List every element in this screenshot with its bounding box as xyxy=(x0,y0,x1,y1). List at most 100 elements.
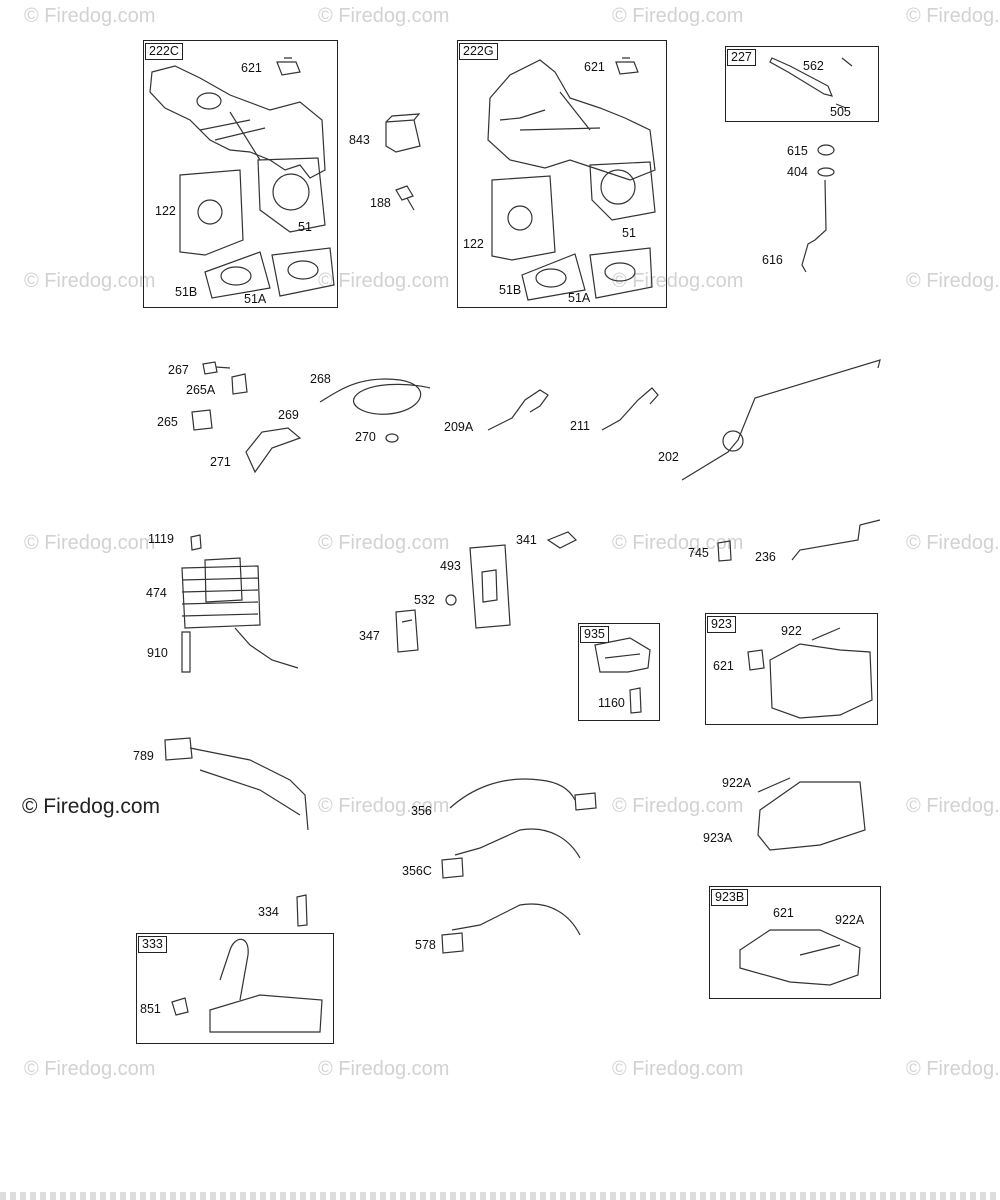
wire-578-connector-drawing xyxy=(441,932,464,954)
lever-227-drawing xyxy=(769,57,853,109)
spring-922-drawing xyxy=(811,627,841,641)
part-label: 562 xyxy=(803,59,824,73)
spring-211-drawing xyxy=(601,387,659,431)
part-label: 851 xyxy=(140,1002,161,1016)
part-label: 268 xyxy=(310,372,331,386)
group-tag-923: 923 xyxy=(707,616,736,633)
watermark: © Firedog.com xyxy=(906,5,1000,27)
part-label: 267 xyxy=(168,363,189,377)
spring-922a-drawing xyxy=(757,777,791,793)
part-label: 616 xyxy=(762,253,783,267)
coil-474-drawing xyxy=(181,565,261,629)
part-label: 122 xyxy=(155,204,176,218)
clip-621-drawing xyxy=(276,57,301,76)
screw-267-drawing xyxy=(202,361,231,375)
group-box-333 xyxy=(136,933,334,1044)
group-box-923 xyxy=(705,613,878,725)
group-box-935 xyxy=(578,623,660,721)
part-label: 236 xyxy=(755,550,776,564)
part-label: 51A xyxy=(568,291,591,305)
wire-356c-drawing xyxy=(454,828,581,859)
rod-616-drawing xyxy=(801,179,827,273)
watermark: © Firedog.com xyxy=(612,1058,744,1080)
coil-333-drawing xyxy=(209,938,323,1033)
wire-578-drawing xyxy=(451,903,581,936)
watermark: © Firedog.com xyxy=(612,532,744,554)
watermark: © Firedog.com xyxy=(318,5,450,27)
coil-474-top-drawing xyxy=(204,557,243,603)
clip-265a-drawing xyxy=(231,373,248,395)
carburetor-bracket-222c-drawing xyxy=(149,65,335,299)
part-label: 269 xyxy=(278,408,299,422)
part-label: 122 xyxy=(463,237,484,251)
plate-493-drawing xyxy=(469,544,511,629)
clip-621-drawing xyxy=(615,57,639,75)
block-843-drawing xyxy=(385,113,421,153)
coil-474-wire-drawing xyxy=(234,627,299,669)
part-label: 910 xyxy=(147,646,168,660)
spring-922ab-drawing xyxy=(799,944,841,956)
bracket-935-drawing xyxy=(594,637,651,673)
part-label: 922 xyxy=(781,624,802,638)
part-label: 51B xyxy=(499,283,522,297)
watermark: © Firedog.com xyxy=(24,5,156,27)
group-box-923B xyxy=(709,886,881,999)
group-tag-222C: 222C xyxy=(145,43,183,60)
screw-745-drawing xyxy=(717,540,732,562)
group-tag-222G: 222G xyxy=(459,43,498,60)
part-label: 209A xyxy=(444,420,474,434)
footer-strip xyxy=(0,1192,1000,1200)
part-label: 270 xyxy=(355,430,376,444)
part-label: 745 xyxy=(688,546,709,560)
part-label: 922A xyxy=(835,913,865,927)
cable-268-drawing xyxy=(319,378,431,415)
rod-236-drawing xyxy=(791,519,881,561)
washer-404-drawing xyxy=(817,167,835,177)
part-label: 356C xyxy=(402,864,432,878)
part-label: 1119 xyxy=(148,532,174,546)
part-label: 188 xyxy=(370,196,391,210)
bracket-271-drawing xyxy=(245,427,302,474)
wire-356-connector-drawing xyxy=(574,792,597,811)
spacer-910-drawing xyxy=(181,631,191,673)
watermark: © Firedog.com xyxy=(612,5,744,27)
group-tag-333: 333 xyxy=(138,936,167,953)
part-label: 474 xyxy=(146,586,167,600)
part-label: 1160 xyxy=(598,696,625,710)
bolt-188-drawing xyxy=(395,185,415,211)
watermark: © Firedog.com xyxy=(906,1058,1000,1080)
screw-334-drawing xyxy=(296,894,308,927)
fitting-341-drawing xyxy=(546,531,578,549)
part-label: 51A xyxy=(244,292,267,306)
part-label: 923A xyxy=(703,831,733,845)
part-label: 621 xyxy=(773,906,794,920)
watermark: © Firedog.com xyxy=(906,532,1000,554)
carburetor-bracket-222g-drawing xyxy=(487,59,656,301)
part-label: 922A xyxy=(722,776,752,790)
watermark: © Firedog.com xyxy=(906,795,1000,817)
part-label: 51 xyxy=(298,220,312,234)
watermark: © Firedog.com xyxy=(318,270,450,292)
screw-1160-drawing xyxy=(629,687,642,714)
part-label: 493 xyxy=(440,559,461,573)
part-label: 334 xyxy=(258,905,279,919)
watermark: © Firedog.com xyxy=(906,270,1000,292)
group-box-227 xyxy=(725,46,879,122)
group-tag-923B: 923B xyxy=(711,889,749,906)
part-label: 211 xyxy=(570,419,590,433)
part-label: 621 xyxy=(713,659,734,673)
part-label: 621 xyxy=(241,61,262,75)
part-label: 404 xyxy=(787,165,808,179)
part-label: 578 xyxy=(415,938,436,952)
group-box-222G xyxy=(457,40,667,308)
watermark: © Firedog.com xyxy=(612,795,744,817)
watermark: © Firedog.com xyxy=(24,270,156,292)
part-label: 789 xyxy=(133,749,154,763)
group-tag-935: 935 xyxy=(580,626,609,643)
nut-532-drawing xyxy=(445,594,457,606)
part-label: 356 xyxy=(411,804,432,818)
part-label: 621 xyxy=(584,60,605,74)
watermark: © Firedog.com xyxy=(318,795,450,817)
rod-202-drawing xyxy=(681,359,881,481)
